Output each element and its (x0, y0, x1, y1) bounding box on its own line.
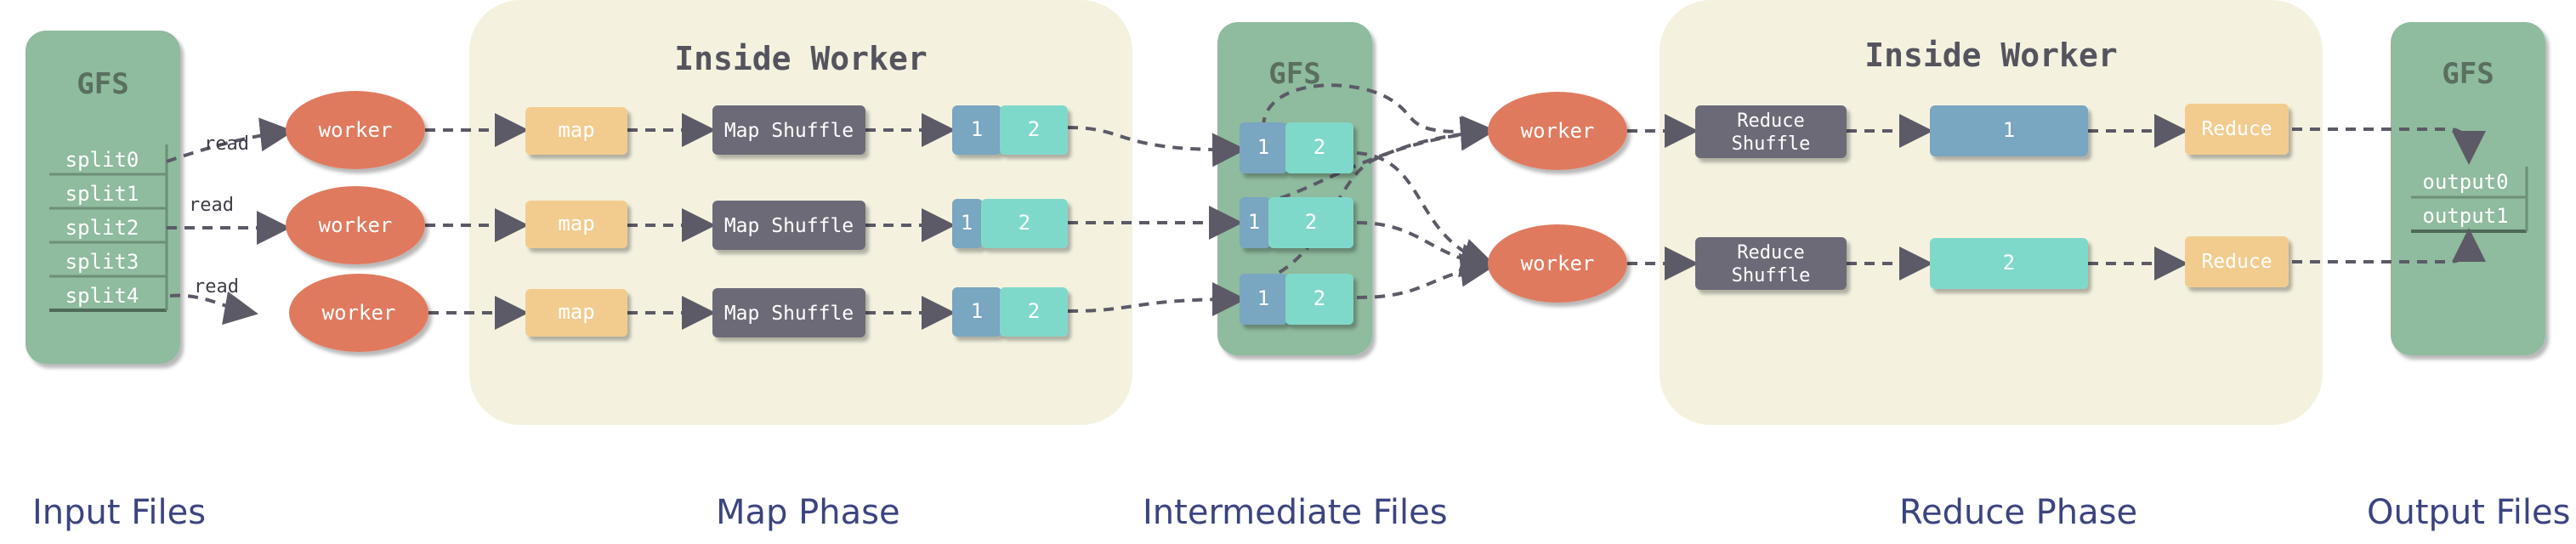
map-worker-2 (289, 274, 428, 352)
map-shuffle-1-label: Map Shuffle (724, 215, 854, 237)
reduce-part-1-label: 1 (2003, 118, 2015, 142)
reduce-shuffle-boxes: Reduce Shuffle Reduce Shuffle (1695, 105, 1847, 290)
map-shuffle-boxes: Map Shuffle Map Shuffle Map Shuffle (712, 105, 865, 337)
map-worker-1 (286, 186, 425, 264)
map-part-2-2 (1000, 287, 1068, 337)
reduce-worker-0 (1488, 92, 1627, 170)
caption-output-files: Output Files (2367, 493, 2570, 532)
map-boxes: map map map (525, 107, 627, 337)
map-part-0-1 (952, 105, 1001, 155)
caption-intermediate-files: Intermediate Files (1143, 493, 1448, 532)
reduce-part-1 (1930, 105, 2088, 156)
split3-label: split3 (65, 250, 139, 274)
reduce-box-1 (2185, 236, 2289, 287)
inter-part-0-2 (1285, 122, 1353, 173)
output1-label: output1 (2422, 204, 2508, 228)
gfs-intermediate-panel (1217, 22, 1372, 355)
reduce-part-2-label: 2 (2003, 251, 2015, 275)
map-box-0-label: map (558, 118, 594, 142)
reduce-boxes: Reduce Reduce (2185, 104, 2289, 287)
inter-part-0-2-label: 2 (1314, 135, 1325, 159)
reduce-box-1-label: Reduce (2201, 251, 2272, 273)
inter-part-1-2 (1268, 197, 1353, 248)
reduce-workers: worker worker (1488, 92, 1627, 303)
split1-label: split1 (65, 182, 139, 206)
read-label-4: read (194, 276, 239, 298)
map-part-1-1 (952, 199, 983, 248)
map-worker-title: Inside Worker (674, 40, 927, 77)
map-part-2-2-label: 2 (1028, 299, 1040, 323)
reduce-shuffle-1 (1695, 237, 1847, 290)
inter-part-0-1-label: 1 (1257, 135, 1269, 159)
map-part-0-1-label: 1 (971, 117, 983, 141)
reduce-box-0-label: Reduce (2201, 118, 2272, 140)
reduce-shuffle-1-line2: Shuffle (1732, 265, 1811, 286)
inter-part-1-1-label: 1 (1248, 210, 1260, 234)
map-shuffle-2-label: Map Shuffle (724, 303, 854, 325)
split0-label: split0 (65, 148, 139, 172)
reduce-box-0 (2185, 104, 2289, 155)
gfs-intermediate-title: GFS (1268, 57, 1320, 91)
gfs-output-panel (2391, 22, 2545, 355)
map-worker-2-label: worker (322, 301, 396, 325)
inter-part-1-2-label: 2 (1305, 210, 1317, 234)
map-box-0 (525, 107, 627, 155)
arrows (166, 83, 2486, 330)
map-worker-1-label: worker (319, 213, 393, 237)
map-part-1-2-label: 2 (1018, 211, 1030, 235)
inter-part-2-2 (1285, 274, 1353, 325)
reduce-part-2 (1930, 238, 2088, 289)
map-box-2 (525, 289, 627, 337)
reduce-partitions: 1 2 (1930, 105, 2088, 289)
reduce-worker-title: Inside Worker (1864, 37, 2117, 74)
inter-part-2-1-label: 1 (1257, 286, 1269, 310)
inter-part-2-2-label: 2 (1314, 286, 1325, 310)
reduce-worker-0-label: worker (1521, 119, 1595, 143)
read-label-2: read (189, 195, 234, 216)
caption-map-phase: Map Phase (716, 493, 900, 532)
map-shuffle-2 (712, 288, 865, 337)
map-worker-0-label: worker (319, 118, 393, 142)
read-label-0: read (204, 133, 249, 155)
reduce-shuffle-0-line2: Shuffle (1732, 133, 1811, 155)
map-part-2-1-label: 1 (971, 299, 983, 323)
map-part-1-1-label: 1 (961, 211, 973, 235)
gfs-input-title: GFS (77, 67, 128, 101)
arrow-split4-worker (169, 291, 258, 326)
map-worker-0 (286, 91, 425, 169)
split4-label: split4 (65, 284, 139, 308)
map-partitions: 1 2 1 2 1 2 (952, 105, 1068, 337)
map-box-1-label: map (558, 212, 594, 235)
map-shuffle-0 (712, 105, 865, 155)
map-shuffle-1 (712, 201, 865, 250)
inter-part-1-1 (1240, 197, 1270, 248)
reduce-worker-1-label: worker (1521, 252, 1595, 275)
gfs-input-panel (26, 31, 180, 364)
output0-label: output0 (2422, 170, 2508, 194)
gfs-output-title: GFS (2442, 57, 2494, 91)
caption-input-files: Input Files (32, 493, 206, 532)
arrow-split0-worker (166, 117, 294, 163)
inter-part-2-1 (1240, 274, 1287, 325)
map-part-2-1 (952, 287, 1001, 337)
inter-part-0-1 (1240, 122, 1287, 173)
reduce-shuffle-0 (1695, 105, 1847, 158)
map-workers: worker worker worker (286, 91, 428, 352)
map-part-1-2 (981, 199, 1068, 248)
map-shuffle-0-label: Map Shuffle (724, 120, 854, 142)
reduce-worker-1 (1488, 224, 1627, 303)
map-box-1 (525, 201, 627, 248)
split2-label: split2 (65, 216, 139, 240)
caption-reduce-phase: Reduce Phase (1899, 493, 2137, 532)
reduce-shuffle-1-line1: Reduce (1737, 242, 1804, 264)
map-box-2-label: map (558, 300, 594, 324)
intermediate-partitions: 1 2 1 2 1 2 (1240, 122, 1353, 325)
map-part-0-2-label: 2 (1028, 117, 1040, 141)
map-part-0-2 (1000, 105, 1068, 155)
output-list: output0 output1 (2411, 167, 2528, 233)
reduce-shuffle-0-line1: Reduce (1737, 110, 1804, 132)
